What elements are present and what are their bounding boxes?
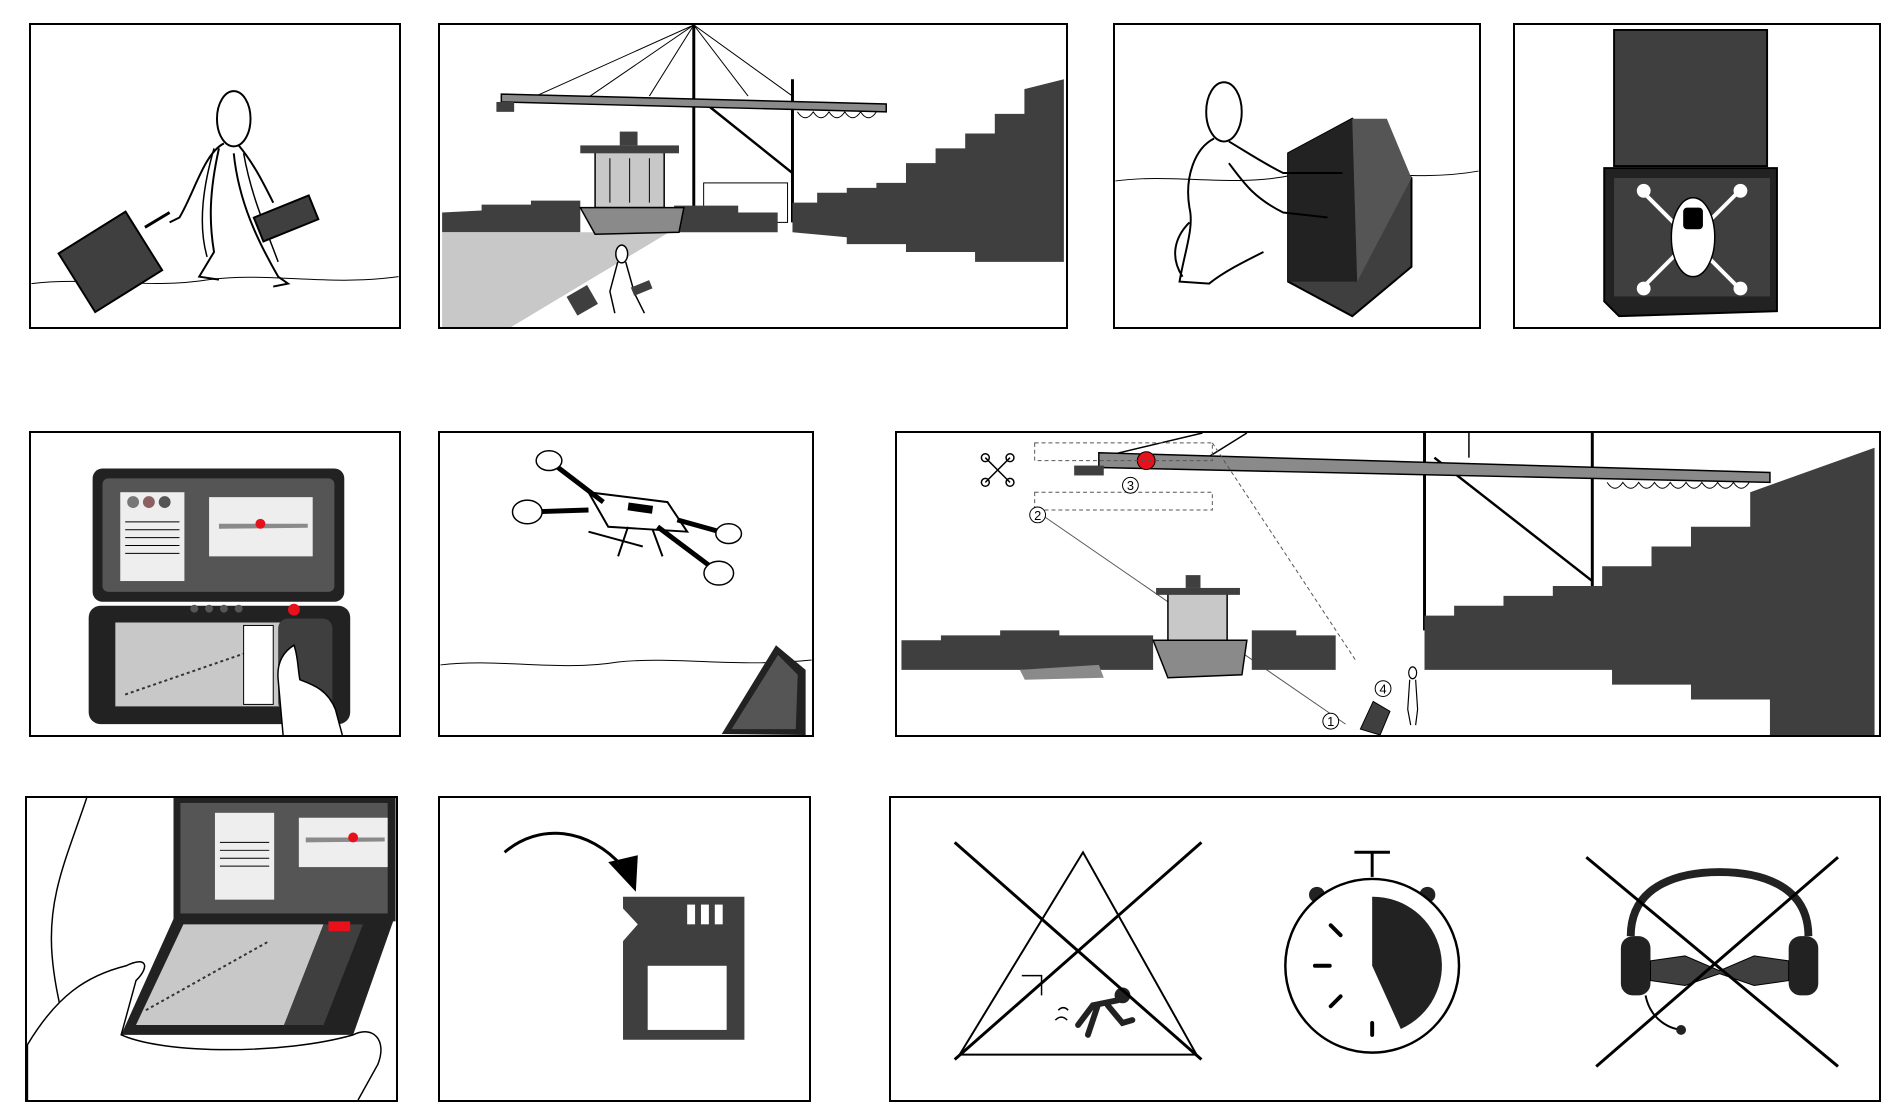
crouching-person-illustration: [1115, 81, 1479, 318]
arrow-head-icon: [608, 855, 638, 892]
sd-card-icon: [623, 896, 745, 1040]
no-fall-hazard-icon: [953, 841, 1203, 1061]
flying-drone-illustration: [440, 450, 812, 735]
panel-save-to-sd: [438, 796, 811, 1102]
controller-case-icon: [721, 645, 806, 735]
svg-text:3: 3: [1127, 478, 1134, 493]
harbour-scene-illustration: [442, 25, 1064, 327]
panel-drone-in-case: [1513, 23, 1881, 329]
svg-text:2: 2: [1034, 508, 1041, 523]
reviewing-tablet-illustration: [27, 798, 396, 1100]
benefits-illustration: [953, 841, 1839, 1068]
panel-opening-case: [1113, 23, 1481, 329]
controller-case-illustration: [88, 468, 351, 735]
drone-icon: [511, 450, 743, 586]
curved-arrow-icon: [503, 831, 625, 869]
panel-drone-flying: [438, 431, 814, 737]
save-to-sd-illustration: [503, 831, 745, 1040]
svg-text:4: 4: [1379, 682, 1386, 697]
callout-1: 1: [1322, 712, 1340, 730]
drone-icon: [980, 452, 1015, 488]
callout-2: 2: [1029, 506, 1047, 524]
stopwatch-icon: [1284, 850, 1461, 1054]
operator-figure: [1407, 666, 1419, 726]
panel-benefits: [889, 796, 1881, 1102]
panel-reviewing-tablet: [25, 796, 398, 1102]
no-headset-icon: [1585, 856, 1839, 1068]
suitcase-icon: [57, 210, 171, 314]
briefcase-icon: [252, 194, 320, 243]
case-open-icon: [1287, 117, 1413, 318]
panel-flight-plan: 3 2 4 1: [895, 431, 1881, 737]
panel-harbour-overview: [438, 23, 1068, 329]
panel-tablet-in-case: [29, 431, 401, 737]
ship-icon: [1152, 575, 1248, 679]
controller-case-icon: [1359, 700, 1391, 735]
callout-4: 4: [1374, 680, 1392, 698]
drone-case-illustration: [1603, 28, 1778, 318]
panel-walking-with-cases: [29, 23, 401, 329]
ship-icon: [579, 131, 685, 235]
callout-3: 3: [1122, 476, 1139, 494]
svg-text:1: 1: [1327, 714, 1334, 729]
flight-plan-illustration: 3 2 4 1: [901, 433, 1875, 735]
walking-person-illustration: [31, 90, 399, 314]
